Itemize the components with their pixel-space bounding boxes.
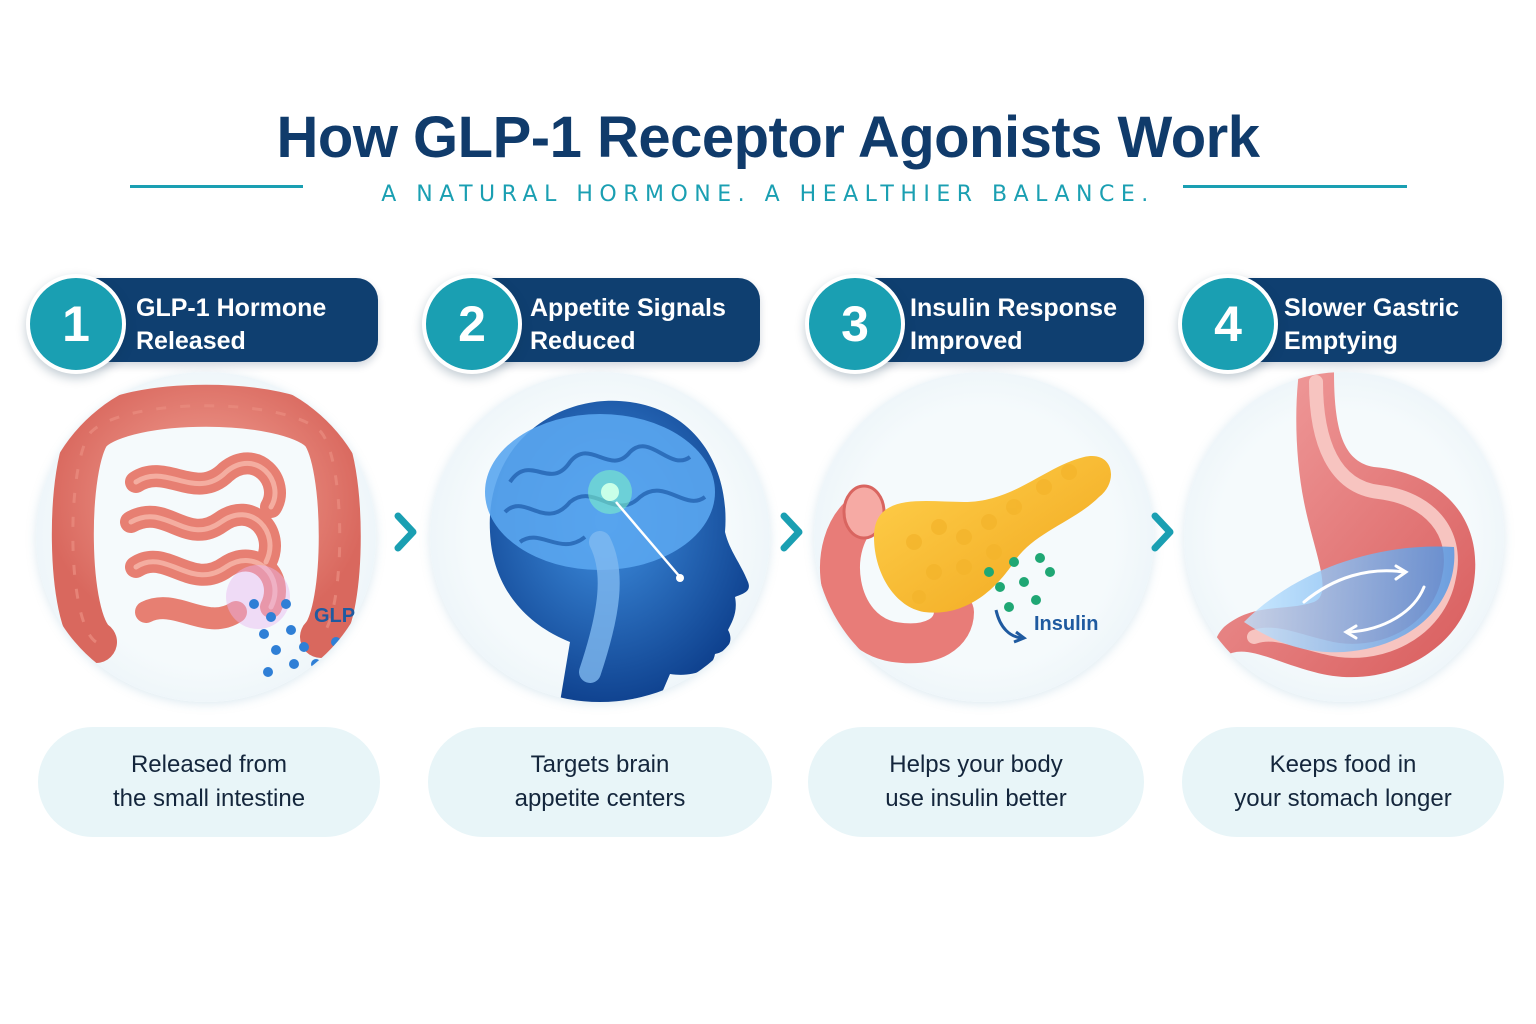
brain-head-illustration xyxy=(430,372,770,702)
step-heading-line1: GLP-1 Hormone xyxy=(136,294,327,322)
step-description-line1: Helps your body xyxy=(889,751,1063,778)
step-number-badge: 3 xyxy=(805,274,905,374)
step-heading-line2: Released xyxy=(136,327,246,355)
step-description-pill: Keeps food in your stomach longer xyxy=(1182,727,1504,837)
infographic-title: How GLP-1 Receptor Agonists Work xyxy=(276,105,1261,170)
stomach-illustration xyxy=(1184,372,1504,702)
step-description-line1: Targets brain xyxy=(530,751,670,778)
step-heading: Insulin Response Improved xyxy=(910,292,1128,358)
step-heading-pill: Slower Gastric Emptying xyxy=(1222,278,1502,362)
title-rule-right xyxy=(1183,185,1407,188)
step-description-line2: the small intestine xyxy=(112,785,306,812)
step-heading-line1: Insulin Response xyxy=(910,294,1117,322)
chevron-right-icon xyxy=(780,512,803,552)
pancreas-illustration: Insulin xyxy=(814,372,1154,702)
step-description-line1: Keeps food in xyxy=(1269,751,1417,778)
step-heading: Slower Gastric Emptying xyxy=(1284,292,1486,358)
intestines-illustration: GLP-1 xyxy=(36,372,376,702)
step-number-badge: 2 xyxy=(422,274,522,374)
step-heading-line2: Reduced xyxy=(530,327,636,355)
step-heading-line2: Emptying xyxy=(1284,327,1398,355)
chevron-right-icon xyxy=(394,512,417,552)
step-description-line2: use insulin better xyxy=(885,785,1067,812)
step-description-pill: Helps your body use insulin better xyxy=(808,727,1144,837)
step-heading-line1: Slower Gastric xyxy=(1284,294,1460,322)
step-description-pill: Released from the small intestine xyxy=(38,727,380,837)
step-description-line1: Released from xyxy=(130,751,288,778)
step-number-badge: 1 xyxy=(26,274,126,374)
step-heading-line1: Appetite Signals xyxy=(530,294,726,322)
chevron-right-icon xyxy=(1151,512,1174,552)
step-heading: GLP-1 Hormone Released xyxy=(136,292,362,358)
step-description-line2: appetite centers xyxy=(514,785,686,812)
step-description-pill: Targets brain appetite centers xyxy=(428,727,772,837)
step-description-line2: your stomach longer xyxy=(1234,785,1452,812)
title-rule-left xyxy=(130,185,303,188)
step-number-badge: 4 xyxy=(1178,274,1278,374)
glp1-label: GLP-1 xyxy=(314,605,373,627)
step-heading: Appetite Signals Reduced xyxy=(530,292,744,358)
infographic-subtitle: A NATURAL HORMONE. A HEALTHIER BALANCE. xyxy=(381,182,1155,207)
insulin-label: Insulin xyxy=(1034,613,1098,635)
step-heading-line2: Improved xyxy=(910,327,1023,355)
